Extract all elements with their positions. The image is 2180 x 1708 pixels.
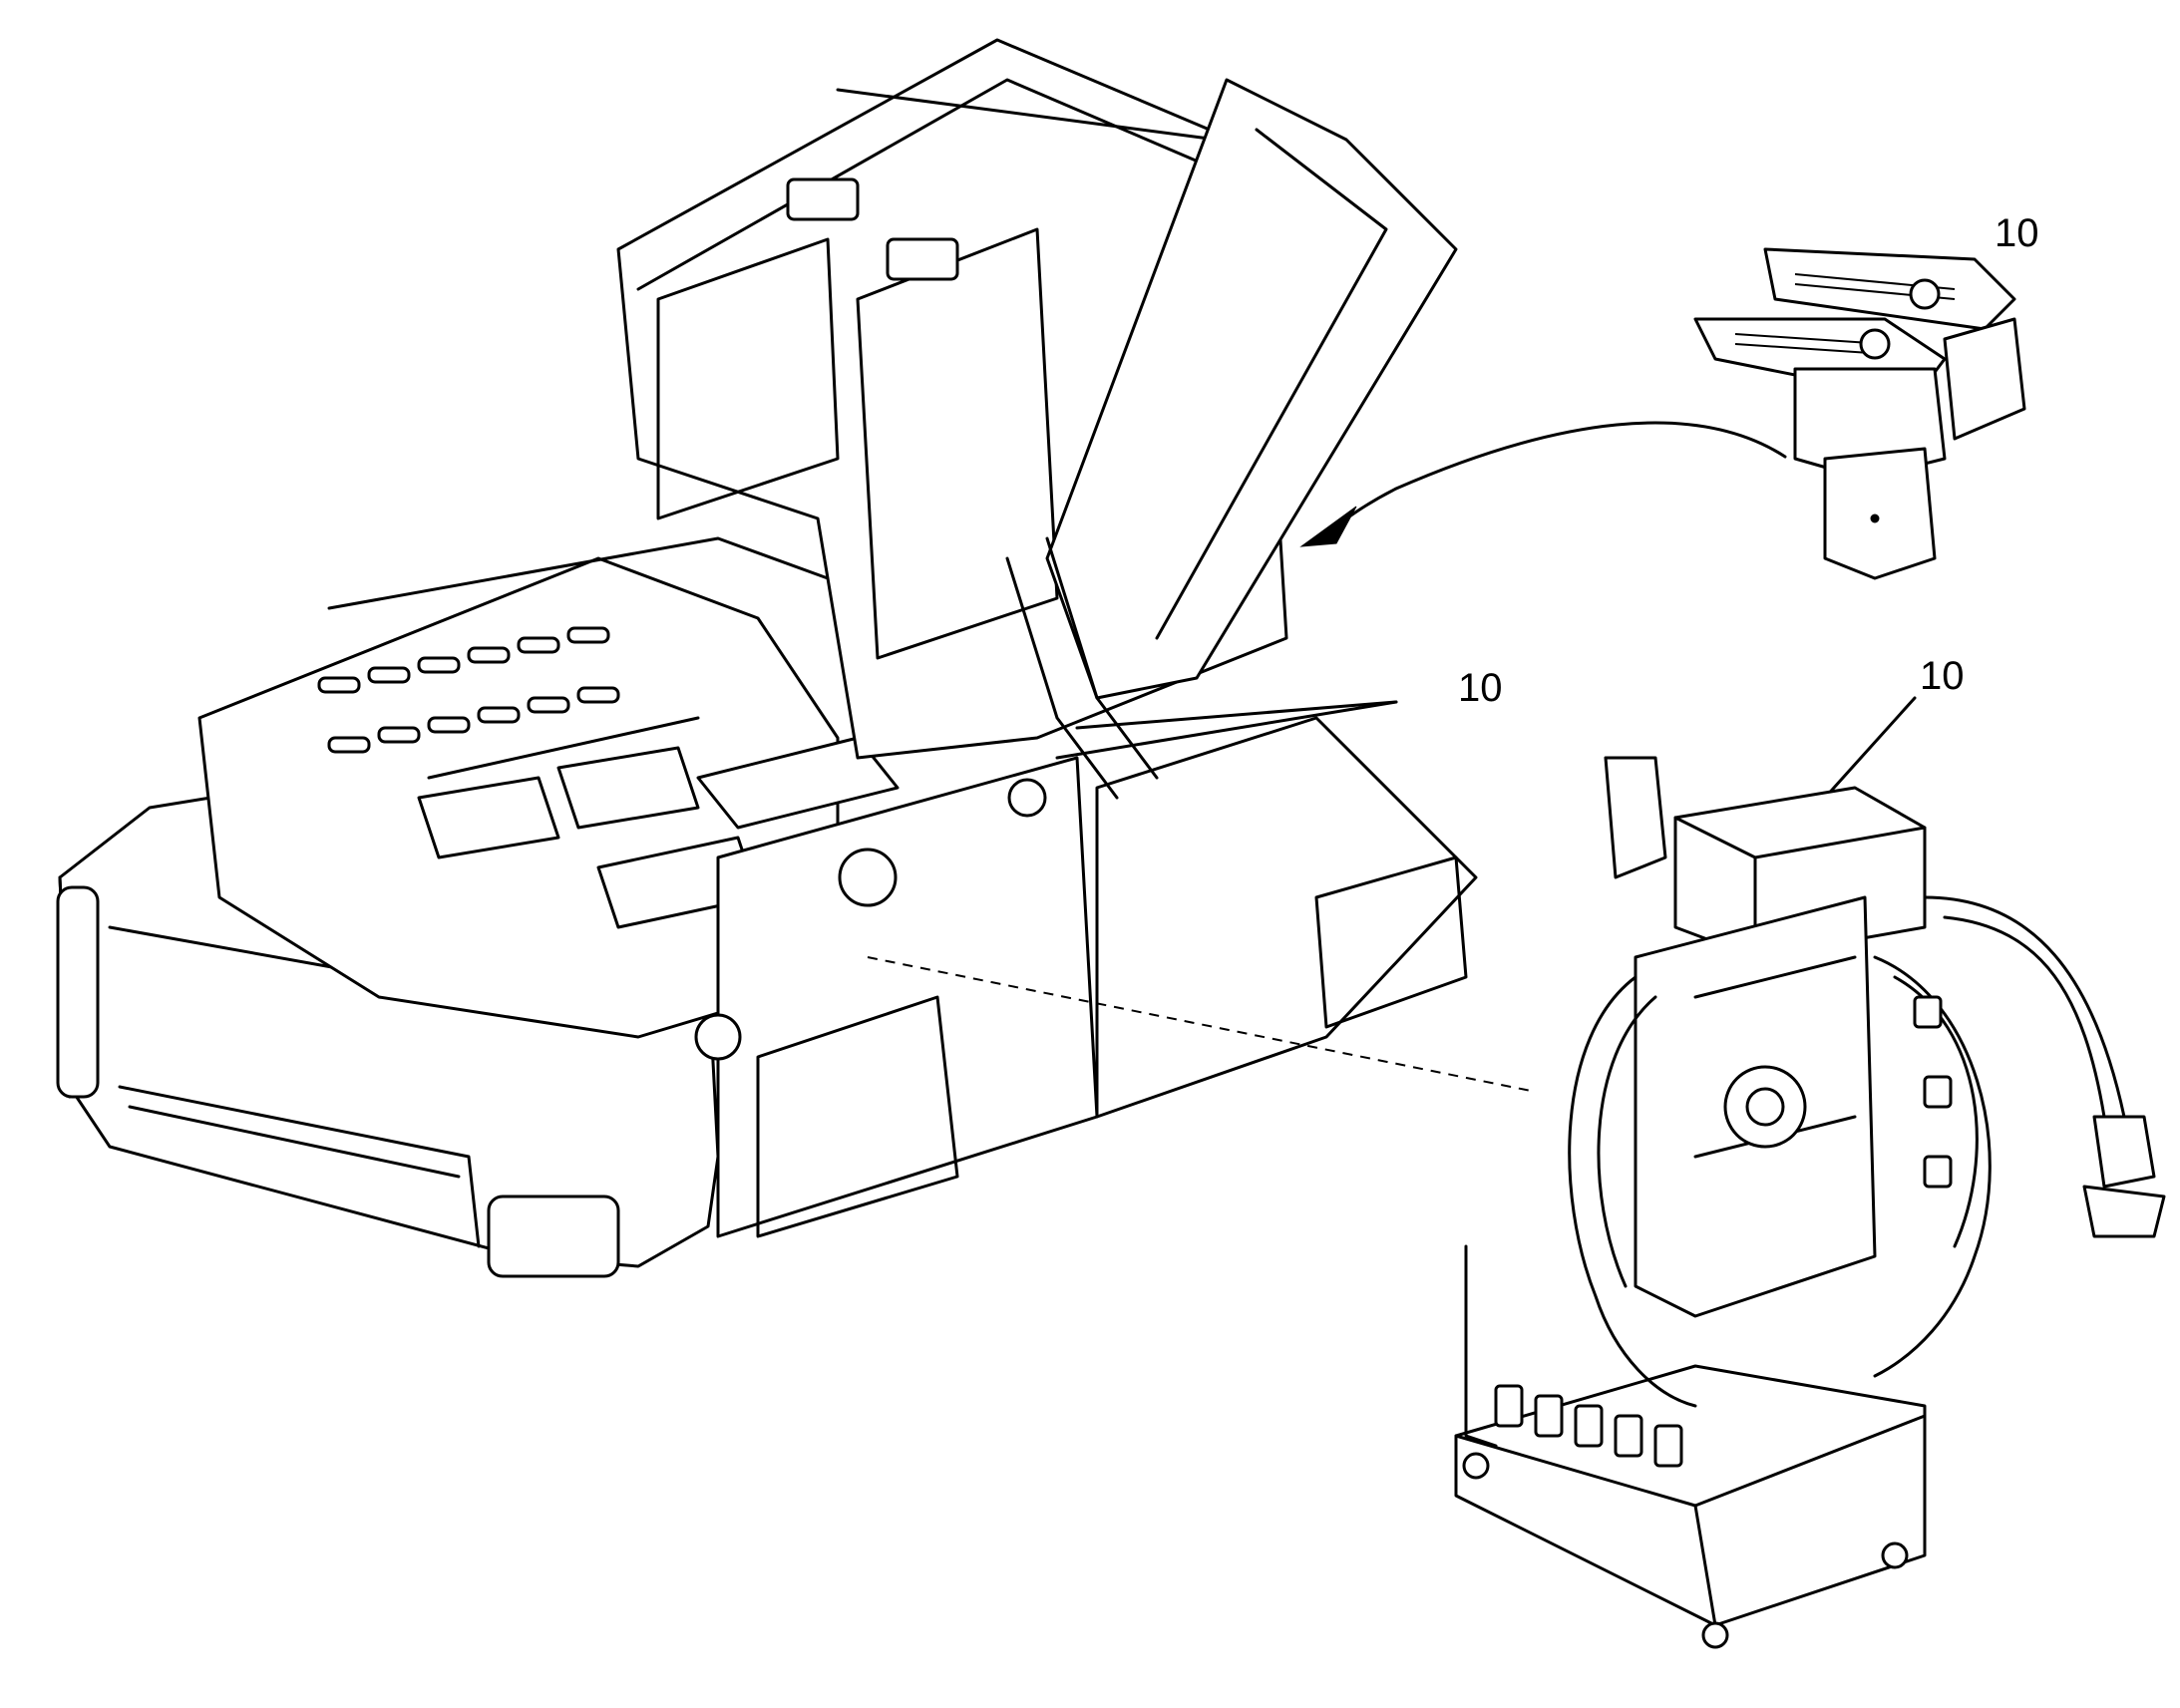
operator-cab — [616, 38, 1458, 800]
hose-fittings — [1494, 995, 1953, 1468]
callout-number-pedal: 10 — [1995, 211, 2039, 255]
callout-number-valve-block: 10 — [1920, 654, 1965, 698]
hood-vents — [317, 626, 760, 929]
pedal-assembly — [1693, 247, 2026, 580]
callout-number-cab-floor: 10 — [1458, 666, 1503, 710]
leader-lines — [867, 421, 1917, 1093]
machine-upper-structure — [56, 536, 1478, 1278]
valve-block-assembly — [1454, 756, 2166, 1649]
